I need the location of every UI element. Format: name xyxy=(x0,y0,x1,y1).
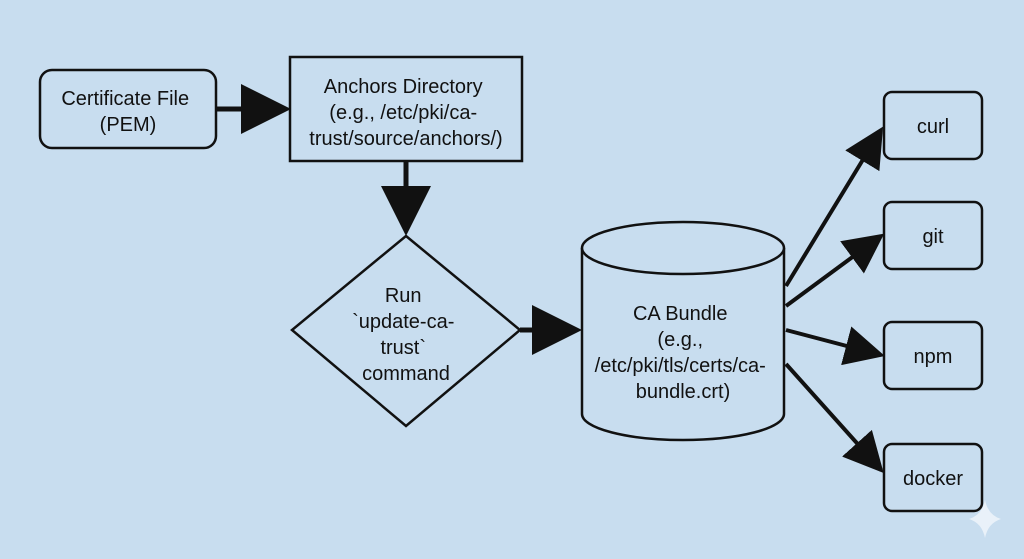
npm-node: npm xyxy=(882,320,984,391)
svg-text:Certificate File (PEM): Certificate File (PEM) xyxy=(61,88,194,136)
certificate-file-line: Certificate File xyxy=(61,88,189,110)
ca-bundle-line: CA Bundle xyxy=(633,303,728,325)
anchors-directory-line: trust/source/anchors/) xyxy=(309,128,502,150)
certificate-file-node: Certificate File (PEM) xyxy=(38,68,218,150)
anchors-directory-line: (e.g., /etc/pki/ca- xyxy=(329,102,477,124)
run-command-line: command xyxy=(362,363,450,385)
ca-bundle-line: /etc/pki/tls/certs/ca- xyxy=(595,355,766,377)
anchors-directory-node: Anchors Directory (e.g., /etc/pki/ca- tr… xyxy=(288,55,524,163)
ca-bundle-line: bundle.crt) xyxy=(636,381,731,403)
certificate-file-line: (PEM) xyxy=(100,114,157,136)
docker-label: docker xyxy=(903,468,963,490)
git-label: git xyxy=(922,226,944,248)
npm-label: npm xyxy=(914,346,953,368)
arrow-bundle-to-docker xyxy=(784,362,884,473)
svg-text:Run `update-ca- tr: Run `update-ca- trust` command xyxy=(352,285,460,385)
run-command-line: `update-ca- xyxy=(352,311,454,333)
git-node: git xyxy=(882,200,984,271)
run-command-node: Run `update-ca- trust` command xyxy=(290,234,522,428)
run-command-line: trust` xyxy=(380,337,426,359)
docker-node: docker xyxy=(882,442,984,513)
ca-bundle-node: CA Bundle (e.g., /etc/pki/tls/certs/ca- … xyxy=(580,220,786,442)
svg-text:Anchors Directory (e.g.,: Anchors Directory (e.g., /etc/pki/ca- tr… xyxy=(309,76,502,150)
sparkle-icon xyxy=(969,500,1001,538)
arrow-bundle-to-git xyxy=(784,233,885,308)
run-command-line: Run xyxy=(385,285,422,307)
anchors-directory-line: Anchors Directory xyxy=(324,76,483,98)
curl-label: curl xyxy=(917,116,949,138)
arrow-bundle-to-curl xyxy=(784,126,884,288)
svg-text:CA Bundle (e.g., /: CA Bundle (e.g., /etc/pki/tls/certs/ca- … xyxy=(595,303,772,403)
arrow-bundle-to-npm xyxy=(785,326,885,366)
curl-node: curl xyxy=(882,90,984,161)
ca-bundle-line: (e.g., xyxy=(657,329,703,351)
